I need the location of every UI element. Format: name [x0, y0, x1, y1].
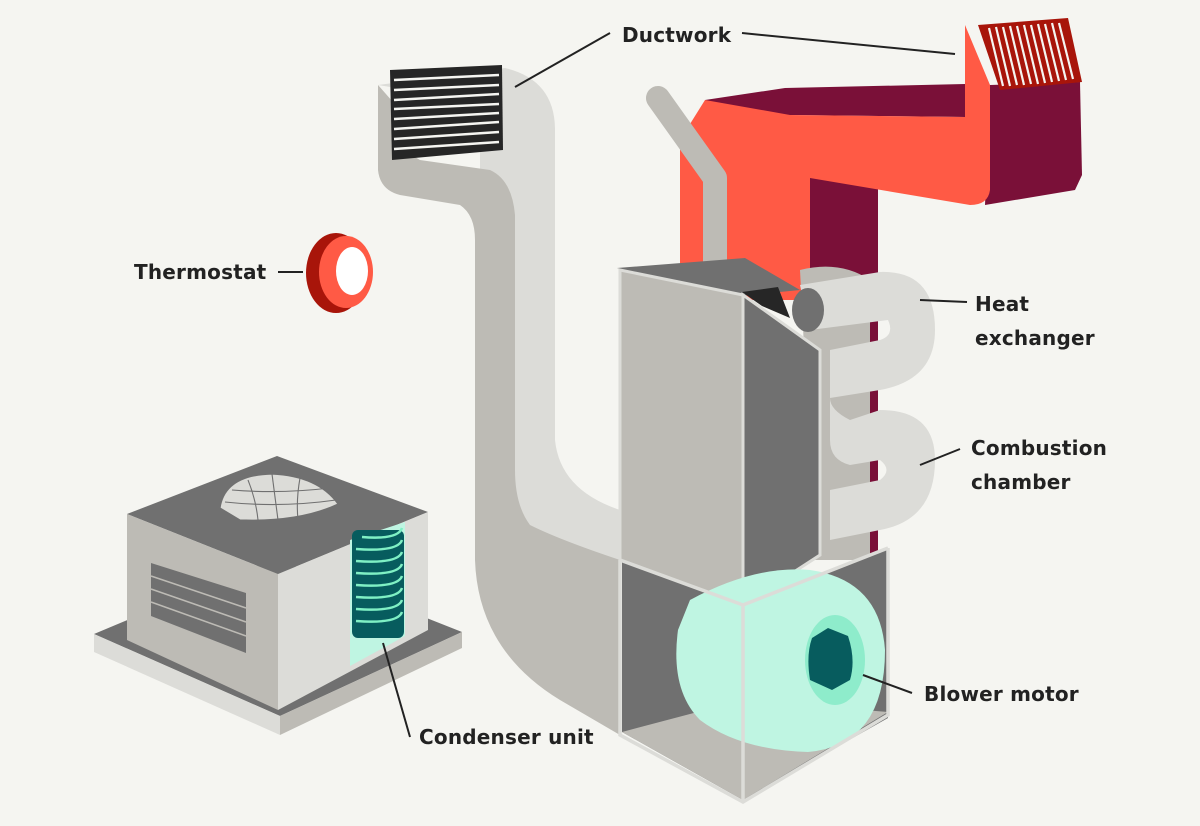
condenser-fan-grille [219, 473, 339, 521]
label-heat-exchanger: Heat exchanger [975, 287, 1095, 355]
furnace-front [618, 268, 745, 608]
label-heat-exchanger-line1: Heat [975, 292, 1030, 316]
label-condenser-unit: Condenser unit [419, 725, 594, 749]
blower-motor-hub [808, 628, 853, 690]
condenser-base-right [280, 632, 462, 735]
furnace-top-dark [742, 287, 790, 318]
combustion-leader [919, 448, 961, 466]
label-heat-exchanger-line2: exchanger [975, 326, 1095, 350]
thermostat-face [336, 247, 368, 295]
condenser-louver-lines [150, 575, 247, 637]
return-ductwork [378, 65, 620, 735]
coil-upper [800, 271, 935, 398]
condenser-leader [382, 642, 411, 738]
coil-lower [830, 398, 935, 540]
condenser-base-left [94, 634, 280, 735]
return-duct-mid [378, 85, 620, 735]
condenser-coil [352, 530, 404, 638]
coil-pipe-end [792, 288, 824, 332]
flue-pipe [646, 86, 727, 274]
furnace-top [617, 258, 800, 296]
label-ductwork: Ductwork [622, 23, 732, 47]
thermostat-device [306, 233, 373, 313]
label-combustion-line2: chamber [971, 470, 1071, 494]
label-blower-motor: Blower motor [924, 682, 1079, 706]
label-combustion-line1: Combustion [971, 436, 1108, 460]
ductwork-leader-right [741, 32, 956, 55]
leader-lines [278, 32, 968, 738]
furnace [617, 86, 890, 805]
label-combustion-chamber: Combustion chamber [971, 431, 1107, 499]
blower-frame [618, 546, 890, 805]
condenser [94, 456, 462, 735]
blower-motor-leader [862, 674, 913, 694]
condenser-louver [151, 563, 246, 653]
supply-duct-front [680, 25, 990, 300]
label-thermostat: Thermostat [134, 260, 267, 284]
return-vent-grille [393, 73, 500, 151]
supply-vent-grille [987, 22, 1075, 87]
ductwork-leader-left [514, 32, 611, 88]
supply-duct-end-side [985, 82, 1082, 205]
condenser-coil-lines [355, 527, 404, 623]
blower-housing [676, 569, 885, 752]
heat-exchanger-leader [919, 299, 968, 303]
furnace-side [741, 292, 822, 608]
